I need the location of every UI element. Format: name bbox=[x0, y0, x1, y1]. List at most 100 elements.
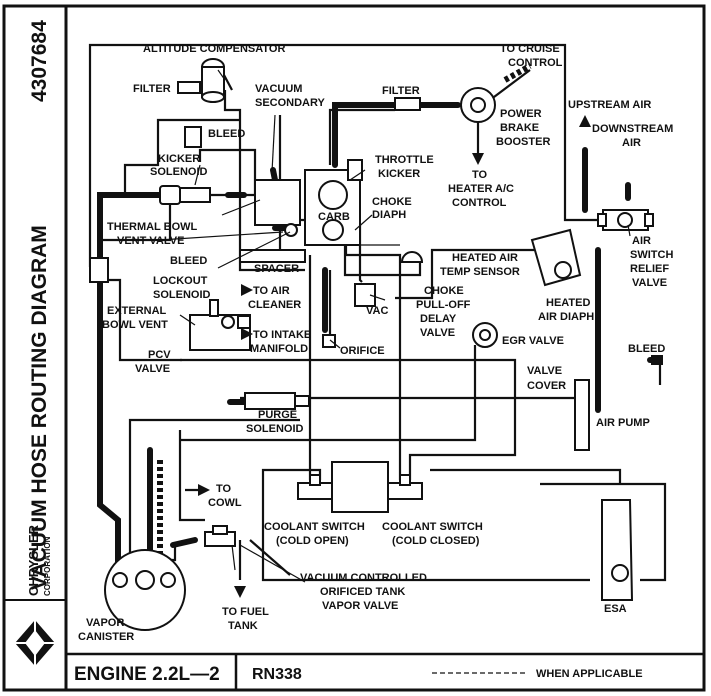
label-pbb-1: POWER bbox=[500, 108, 542, 120]
sidebar-title: VACUUM HOSE ROUTING DIAGRAM bbox=[28, 225, 51, 590]
label-pcv-1: PCV bbox=[148, 349, 171, 361]
footer-engine: ENGINE 2.2L—2 bbox=[74, 664, 220, 685]
pcv-valve bbox=[189, 299, 251, 351]
power-brake-booster bbox=[460, 87, 496, 123]
label-cs-open-2: (COLD OPEN) bbox=[276, 535, 349, 547]
label-lockout-2: SOLENOID bbox=[153, 289, 211, 301]
vapor-canister bbox=[104, 549, 186, 631]
label-heated-air-diaph-2: AIR DIAPH bbox=[538, 311, 594, 323]
label-choke-diaph-1: CHOKE bbox=[372, 196, 412, 208]
coolant-switch-cold-open bbox=[297, 474, 333, 500]
label-pcv-2: VALVE bbox=[135, 363, 170, 375]
label-heated-air-diaph-1: HEATED bbox=[546, 297, 590, 309]
label-tbv-2: VENT VALVE bbox=[117, 235, 184, 247]
spacer bbox=[239, 249, 306, 263]
label-purge-1: PURGE bbox=[258, 409, 297, 421]
label-heater-2: HEATER A/C bbox=[448, 183, 514, 195]
altitude-compensator bbox=[201, 58, 225, 103]
label-to-cowl-1: TO bbox=[216, 483, 232, 495]
footer-code: RN338 bbox=[252, 666, 302, 683]
label-air-switch-2: SWITCH bbox=[630, 249, 673, 261]
label-to-cruise-2: CONTROL bbox=[508, 57, 563, 69]
air-switch-relief-valve bbox=[597, 209, 654, 231]
pentastar-logo-icon bbox=[15, 620, 55, 666]
label-bleed-right: BLEED bbox=[628, 343, 665, 355]
label-temp-sensor: TEMP SENSOR bbox=[440, 266, 520, 278]
label-to-air-cleaner-2: CLEANER bbox=[248, 299, 301, 311]
arrow-icons bbox=[198, 115, 591, 598]
label-valve-cover-2: COVER bbox=[527, 380, 566, 392]
label-cs-closed-2: (COLD CLOSED) bbox=[392, 535, 480, 547]
vacuum-secondary bbox=[254, 179, 301, 226]
label-to-intake-2: MANIFOLD bbox=[250, 343, 308, 355]
label-kicker-2: SOLENOID bbox=[150, 166, 208, 178]
dashed-hose-cruise bbox=[503, 63, 532, 83]
label-carb: CARB bbox=[318, 211, 350, 223]
label-bleed-mid: BLEED bbox=[170, 255, 207, 267]
label-esa: ESA bbox=[604, 603, 627, 615]
label-air-switch-4: VALVE bbox=[632, 277, 667, 289]
label-lockout-1: LOCKOUT bbox=[153, 275, 208, 287]
label-downstream-2: AIR bbox=[622, 137, 641, 149]
label-filter-left: FILTER bbox=[133, 83, 171, 95]
label-tbv-1: THERMAL BOWL bbox=[107, 221, 198, 233]
orifice bbox=[322, 334, 336, 348]
label-choke-pulloff-3: DELAY bbox=[420, 313, 457, 325]
label-cs-closed-1: COOLANT SWITCH bbox=[382, 521, 483, 533]
label-vacuum-secondary-2: SECONDARY bbox=[255, 97, 326, 109]
labels: ALTITUDE COMPENSATOR TO CRUISE CONTROL F… bbox=[78, 43, 673, 643]
carburetor bbox=[304, 159, 363, 246]
label-ext-bowl-2: BOWL VENT bbox=[102, 319, 168, 331]
label-filter-top: FILTER bbox=[382, 85, 420, 97]
label-vcotv-3: VAPOR VALVE bbox=[322, 600, 398, 612]
label-choke-diaph-2: DIAPH bbox=[372, 209, 406, 221]
label-heated-air: HEATED AIR bbox=[452, 252, 518, 264]
label-downstream-1: DOWNSTREAM bbox=[592, 123, 673, 135]
label-air-switch-1: AIR bbox=[632, 235, 651, 247]
label-throttle-2: KICKER bbox=[378, 168, 420, 180]
label-vcotv-2: ORIFICED TANK bbox=[320, 586, 405, 598]
label-purge-2: SOLENOID bbox=[246, 423, 304, 435]
heated-air-temp-sensor bbox=[400, 251, 424, 263]
coolant-housing bbox=[331, 461, 389, 513]
choke-pull-off-valve bbox=[354, 283, 376, 307]
heated-air-diaph bbox=[530, 228, 582, 287]
label-vacuum-secondary-1: VACUUM bbox=[255, 83, 302, 95]
label-vac: VAC bbox=[366, 305, 388, 317]
label-to-cowl-2: COWL bbox=[208, 497, 242, 509]
label-valve-cover-1: VALVE bbox=[527, 365, 562, 377]
label-to-fuel-1: TO FUEL bbox=[222, 606, 269, 618]
label-upstream: UPSTREAM AIR bbox=[568, 99, 651, 111]
brand-sub: CORPORATION bbox=[43, 536, 52, 596]
label-to-air-cleaner-1: TO AIR bbox=[253, 285, 290, 297]
label-choke-pulloff-2: PULL-OFF bbox=[416, 299, 471, 311]
label-vcotv-1: VACUUM CONTROLLED bbox=[300, 572, 427, 584]
label-pbb-2: BRAKE bbox=[500, 122, 539, 134]
label-vapor-2: CANISTER bbox=[78, 631, 134, 643]
label-air-switch-3: RELIEF bbox=[630, 263, 669, 275]
label-pbb-3: BOOSTER bbox=[496, 136, 550, 148]
thick-hose-network bbox=[97, 102, 663, 568]
egr-valve bbox=[472, 322, 498, 348]
label-throttle-1: THROTTLE bbox=[375, 154, 434, 166]
heated-air-diaph-port bbox=[554, 261, 572, 279]
valve-cover-bar bbox=[574, 379, 590, 451]
label-heater-3: CONTROL bbox=[452, 197, 507, 209]
label-choke-pulloff-1: CHOKE bbox=[424, 285, 464, 297]
leader-lines bbox=[159, 69, 631, 583]
label-cs-open-1: COOLANT SWITCH bbox=[264, 521, 365, 533]
label-heater-1: TO bbox=[472, 169, 488, 181]
label-kicker-1: KICKER bbox=[158, 153, 200, 165]
label-ext-bowl-1: EXTERNAL bbox=[107, 305, 167, 317]
label-bleed-top: BLEED bbox=[208, 128, 245, 140]
filter-left bbox=[177, 81, 201, 94]
esa-module bbox=[601, 499, 634, 601]
bleed-right bbox=[651, 355, 663, 365]
outer-frame bbox=[2, 4, 706, 692]
label-air-pump: AIR PUMP bbox=[596, 417, 650, 429]
sidebar-part-number: 4307684 bbox=[28, 20, 51, 102]
external-bowl-vent bbox=[89, 257, 109, 283]
kicker-solenoid bbox=[159, 185, 211, 205]
